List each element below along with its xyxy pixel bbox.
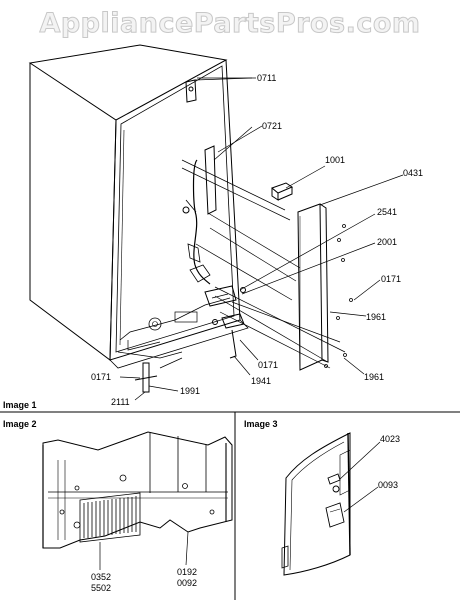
image2-leader-lines (99, 531, 189, 570)
image-2-label: Image 2 (3, 419, 37, 429)
panel-frames (0, 411, 460, 600)
water-tube-icon (182, 126, 253, 285)
callout-0171-right: 0171 (381, 274, 402, 284)
screw-icons (324, 224, 353, 368)
callout-0093: 0093 (378, 480, 399, 490)
leveling-leg-icon (134, 357, 183, 393)
callout-0721: 0721 (262, 121, 283, 131)
watermark: AppliancePartsPros.com (39, 8, 421, 40)
image3-leader-lines (339, 441, 381, 513)
refrigerator-cabinet-icon (28, 44, 249, 369)
callout-1001: 1001 (325, 155, 346, 165)
callout-0171-left: 0171 (91, 372, 112, 382)
callout-2001: 2001 (377, 237, 398, 247)
trim-panel-icon (297, 203, 329, 371)
callout-5502: 5502 (91, 583, 112, 593)
callout-1961-lower: 1961 (364, 372, 385, 382)
shim-block-icon (271, 182, 294, 201)
callout-2541: 2541 (377, 207, 398, 217)
callout-0711: 0711 (257, 73, 277, 83)
image-1-label: Image 1 (3, 400, 37, 410)
callout-1991: 1991 (180, 386, 201, 396)
callout-0431: 0431 (403, 168, 424, 178)
callout-4023: 4023 (380, 434, 401, 444)
callout-1961-upper: 1961 (366, 312, 387, 322)
leader-lines (119, 77, 404, 401)
image-3-label: Image 3 (244, 419, 278, 429)
hinge-pin-icon (325, 473, 345, 528)
callout-0092: 0092 (177, 578, 198, 588)
louver-grille-icon (79, 492, 141, 543)
assembly-lines (181, 159, 346, 369)
callout-2111: 2111 (111, 397, 130, 407)
callout-0192: 0192 (177, 567, 198, 577)
door-edge-icon (281, 432, 351, 576)
compressor-cover-icon (42, 431, 233, 549)
callout-0352: 0352 (91, 572, 112, 582)
hinge-cover-icon (185, 77, 253, 103)
callout-0171-center: 0171 (258, 360, 279, 370)
drain-bracket-icon (204, 285, 246, 359)
callout-1941: 1941 (251, 376, 272, 386)
